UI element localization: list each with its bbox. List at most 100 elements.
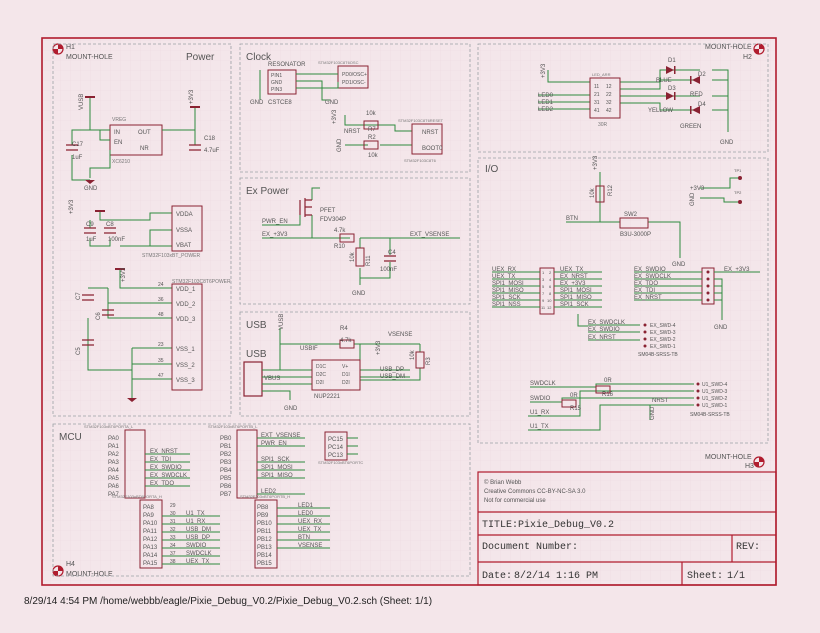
mcu-pbh-net-4: BTN xyxy=(298,535,310,541)
date-value: 8/2/14 1:16 PM xyxy=(514,570,598,582)
mcu-pa-net-4: EX_TDO xyxy=(150,481,174,487)
mcu-pa4: PA4 xyxy=(108,468,120,474)
cap-c6: C6 xyxy=(96,312,102,320)
ex-swd-conn-1: EX_SWD-1 xyxy=(650,344,676,350)
u1-swd-conn-1: U1_SWD-1 xyxy=(702,403,728,409)
mcu-portb-h-part: STM32F103xBT6PORTB_H xyxy=(240,494,290,499)
title-value: Pixie_Debug_V0.2 xyxy=(518,519,614,531)
uex-left-5: SPI1_NSS xyxy=(492,302,521,308)
mcu-pa14-num: 37 xyxy=(170,551,176,557)
led-blue: BLUE xyxy=(656,78,672,84)
usb-3v3: +3V3 xyxy=(376,340,382,355)
u1-power-a-name: STM32F103xBT_POWER xyxy=(142,253,200,259)
u1-r15: R15 xyxy=(570,406,582,412)
led-array-label: LED_ARR xyxy=(592,72,611,77)
leds-gnd: GND xyxy=(720,140,734,146)
usb-connector: USB xyxy=(243,349,267,397)
usb-r3: R3 xyxy=(426,357,432,365)
mcu-pa-net-2: EX_SWDIO xyxy=(150,465,182,471)
reg-part-label: VREG xyxy=(112,117,126,123)
ex-swd-mid-2: EX_NRST xyxy=(588,335,616,341)
clock-r2-val: 10k xyxy=(368,153,379,159)
ex-c4: C4 xyxy=(388,250,396,256)
mount-hole-h2-ref: H2 xyxy=(743,54,752,61)
clock-osc-pin0: PD0/OSC+ xyxy=(342,72,367,78)
credit-line-1: © Brian Webb xyxy=(484,479,522,486)
pin-vdd3: VDD_3 xyxy=(176,317,196,323)
u1-r16: R16 xyxy=(602,392,614,398)
mcu-pb14: PB14 xyxy=(257,553,272,559)
cap-c17: C17 xyxy=(72,142,84,148)
clock-nrst-net: NRST xyxy=(344,129,361,135)
clock-r7-val: 10k xyxy=(366,111,377,117)
ex-power-pfet xyxy=(299,198,312,217)
mount-hole-h1-label: MOUNT-HOLE xyxy=(66,54,113,61)
u1-power-a: VDDA VSSA VBAT STM32F103xBT_POWER xyxy=(142,205,203,259)
u1-power-b-name: STM32F103C8T6POWER xyxy=(172,279,231,285)
mcu-pah-net-2: USB_DM xyxy=(186,527,211,533)
mcu-pb3: PB3 xyxy=(220,460,232,466)
mcu-pc14: PC14 xyxy=(328,445,344,451)
uex-pin-5: 5 xyxy=(542,284,545,289)
led-pin-22: 22 xyxy=(606,92,612,98)
uex-pin-11: 11 xyxy=(541,305,546,310)
pin-vdda: VDDA xyxy=(176,212,193,218)
uex-right-3: SPI1_MOSI xyxy=(560,288,592,294)
u1-rx: U1_RX xyxy=(530,410,549,416)
mcu-pah-net-0: U1_TX xyxy=(186,511,205,517)
section-io-box xyxy=(477,157,769,444)
mcu-pb-net-2: SPI1_SCK xyxy=(261,457,290,463)
led-diodes xyxy=(666,66,700,114)
usb-vbus: VBUS xyxy=(264,376,280,382)
mcu-pb13: PB13 xyxy=(257,545,272,551)
pin-num-48: 48 xyxy=(158,312,164,318)
document-number-label: Document Number: xyxy=(482,541,578,553)
mcu-porta-h: STM32F103xBT6PORTA_H PA8 PA9 PA10 PA11 P… xyxy=(112,494,220,569)
mcu-porta-l: STM32F103xBT6PORTA_L PA0 PA1 PA2 PA3 PA4… xyxy=(84,424,190,499)
led-d4: D4 xyxy=(698,102,706,108)
io-3v3-r12: +3V3 xyxy=(593,155,599,170)
pin-vss2: VSS_2 xyxy=(176,363,195,369)
mcu-pb11: PB11 xyxy=(257,529,272,535)
reg-name: XC6210 xyxy=(112,159,130,165)
clock-gnd: GND xyxy=(250,100,264,106)
led-pin-21: 21 xyxy=(594,92,600,98)
cap-c18-val: 4.7uF xyxy=(204,148,220,154)
clock-r2: R2 xyxy=(368,135,376,141)
ex-swd-header: EX_SWDIO EX_SWDCLK EX_TDO EX_TDI EX_NRST… xyxy=(634,267,760,331)
clock-pin-gnd: GND xyxy=(271,80,283,86)
mcu-pb1: PB1 xyxy=(220,444,232,450)
title-label: TITLE: xyxy=(482,520,518,531)
ex-gnd: GND xyxy=(352,291,366,297)
pin-num-35: 35 xyxy=(158,358,164,364)
usb-pin-d2i-left: D2I xyxy=(316,380,324,386)
usb-r4-val: 4.7k xyxy=(340,338,352,344)
uex-left-1: UEX_TX xyxy=(492,274,515,280)
uex-pin-3: 3 xyxy=(542,277,545,282)
ex-swd-mid-0: EX_SWDCLK xyxy=(588,320,625,326)
ex-swd-left-1: EX_SWDCLK xyxy=(634,274,671,280)
uex-pin-4: 4 xyxy=(549,277,552,282)
io-3v3-tp: +3V3 xyxy=(690,186,705,192)
clock-resonator: RESONATOR PIN1 GND PIN3 CSTCE8 STM32F103… xyxy=(267,60,369,106)
ex-r11-val: 10k xyxy=(350,251,356,262)
usb-esd-chip: D1C D2C D2I V+ D1I D2I NUP2221 xyxy=(311,359,361,400)
uex-left-0: UEX_RX xyxy=(492,267,516,273)
section-title-io: I/O xyxy=(485,164,499,175)
section-clock-box xyxy=(239,43,471,173)
u1-swd-sm04b: SM04B-SRSS-TB xyxy=(690,412,730,418)
io-sw2: SW2 xyxy=(624,212,638,218)
section-mcu-box xyxy=(52,423,471,577)
uex-right-5: SPI1_SCK xyxy=(560,302,589,308)
io-tp2: TP2 xyxy=(734,190,742,195)
mount-hole-h1-ref: H1 xyxy=(66,44,75,51)
mcu-pb8: PB8 xyxy=(257,505,269,511)
led-pin-42: 42 xyxy=(606,108,612,114)
net-3v3-vdda: +3V3 xyxy=(69,199,75,214)
pin-num-23: 23 xyxy=(158,342,164,348)
mcu-pb4: PB4 xyxy=(220,468,232,474)
led-pin-12: 12 xyxy=(606,84,612,90)
mcu-pb5: PB5 xyxy=(220,476,232,482)
mcu-pa15-num: 38 xyxy=(170,559,176,565)
